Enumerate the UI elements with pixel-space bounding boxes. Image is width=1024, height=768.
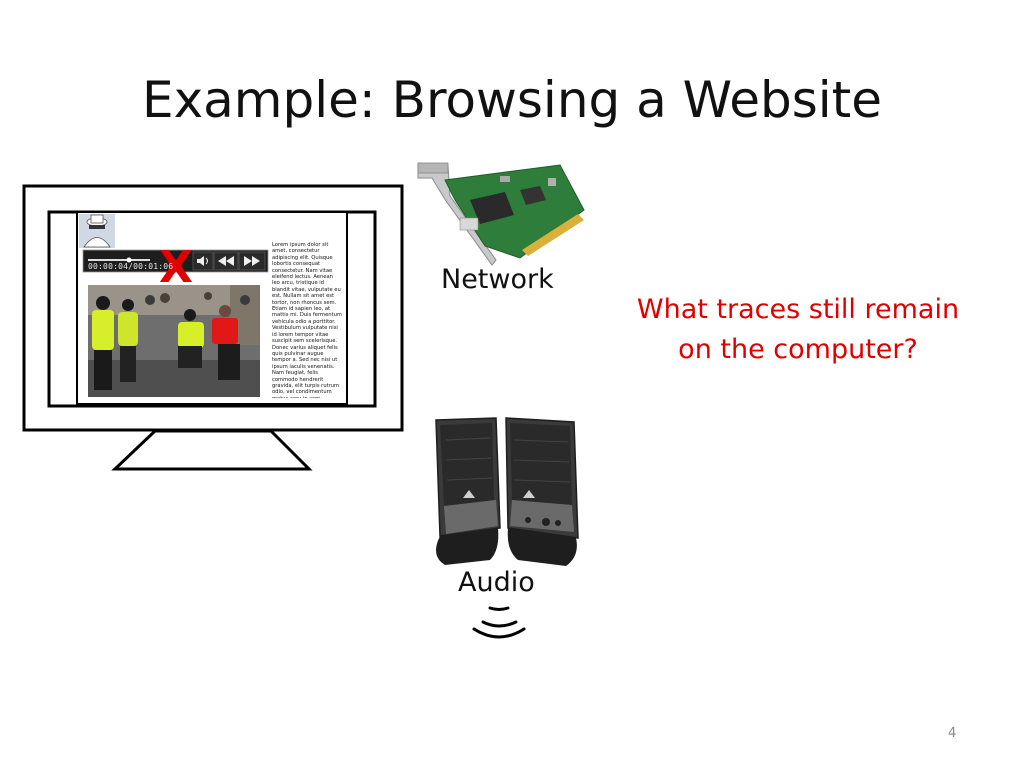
blocked-x-text: X (159, 242, 193, 293)
network-label: Network (441, 264, 554, 295)
rewind-icon[interactable] (213, 251, 239, 271)
page-number: 4 (948, 726, 957, 741)
fast-forward-icon[interactable] (238, 251, 266, 271)
blocked-x-mark: X (159, 242, 193, 293)
video-player-bar[interactable] (82, 249, 269, 273)
speakers-image (435, 417, 579, 566)
network-card-image (417, 162, 585, 266)
player-time-readout: 00:00:04/00:01:06 (88, 262, 174, 271)
question-text: What traces still remain on the computer… (636, 294, 960, 365)
audio-label: Audio (458, 567, 535, 598)
slide-title: Example: Browsing a Website (141, 71, 882, 129)
seek-handle[interactable] (126, 257, 132, 263)
volume-icon[interactable] (192, 251, 214, 271)
news-photo (88, 285, 260, 397)
article-text: Lorem ipsum dolor sit amet, consectetur … (272, 242, 342, 398)
spy-icon (79, 214, 115, 248)
sound-waves-icon (472, 606, 526, 639)
